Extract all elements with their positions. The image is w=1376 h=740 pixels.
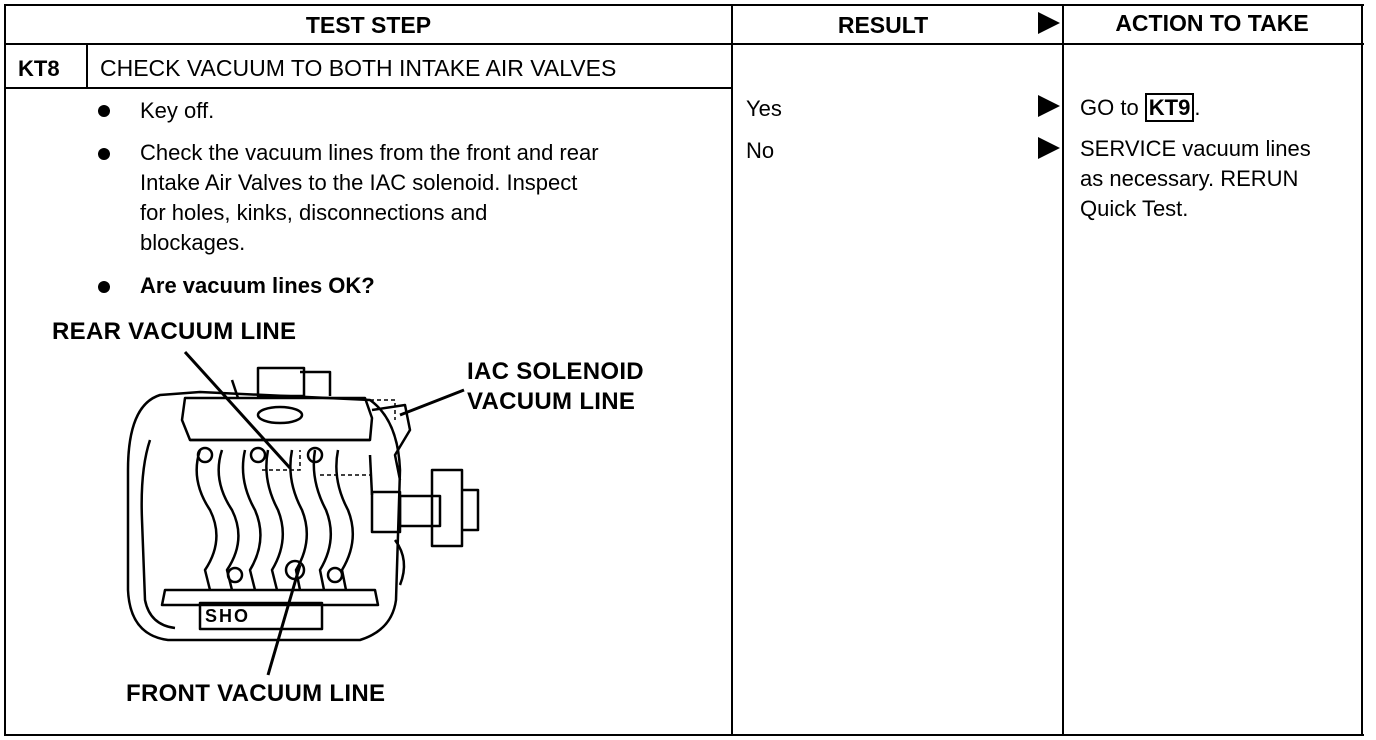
action-no-line-2: as necessary. RERUN (1080, 166, 1299, 191)
bullet-check-line-2: Intake Air Valves to the IAC solenoid. I… (140, 170, 578, 195)
action-yes-prefix: GO to (1080, 95, 1145, 120)
step-title: CHECK VACUUM TO BOTH INTAKE AIR VALVES (100, 55, 617, 81)
bullet-key-off: Key off. (140, 98, 215, 123)
bullet-dot (98, 105, 110, 117)
header-result: RESULT (837, 12, 929, 38)
bullet-question: Are vacuum lines OK? (140, 273, 375, 298)
label-iac-line-2: VACUUM LINE (467, 388, 636, 415)
table-left-border (4, 4, 6, 736)
label-front-vacuum-line: FRONT VACUUM LINE (126, 680, 386, 707)
result-column-divider (731, 4, 733, 736)
action-yes-suffix: . (1194, 95, 1201, 120)
step-row-bottom (4, 87, 732, 89)
action-no-line-1: SERVICE vacuum lines (1080, 136, 1311, 161)
table-header-bottom (4, 43, 1364, 45)
step-id: KT8 (18, 56, 60, 81)
step-id-divider (86, 44, 88, 88)
action-column-divider (1062, 4, 1064, 736)
bullet-dot (98, 148, 110, 160)
engine-intake-illustration: SHO (126, 350, 480, 676)
label-rear-vacuum-line: REAR VACUUM LINE (52, 318, 297, 345)
table-right-border (1361, 4, 1363, 736)
kt9-reference-link[interactable]: KT9 (1144, 93, 1195, 122)
bullet-check-line-3: for holes, kinks, disconnections and (140, 200, 488, 225)
bullet-dot (98, 281, 110, 293)
table-bottom-border (4, 734, 1364, 736)
action-no-line-3: Quick Test. (1080, 196, 1189, 221)
result-no: No (746, 138, 775, 163)
header-action: ACTION TO TAKE (1115, 10, 1309, 36)
label-iac-line-1: IAC SOLENOID (467, 358, 644, 385)
table-top-border (4, 4, 1364, 6)
engine-badge: SHO (205, 606, 250, 626)
result-yes-arrow-icon (1038, 95, 1060, 117)
result-no-arrow-icon (1038, 137, 1060, 159)
bullet-check-line-1: Check the vacuum lines from the front an… (140, 140, 599, 165)
header-arrow-icon (1038, 12, 1060, 34)
action-yes: GO to KT9. (1080, 93, 1200, 123)
header-test-step: TEST STEP (305, 12, 432, 38)
result-yes: Yes (746, 96, 782, 121)
bullet-check-line-4: blockages. (140, 230, 246, 255)
